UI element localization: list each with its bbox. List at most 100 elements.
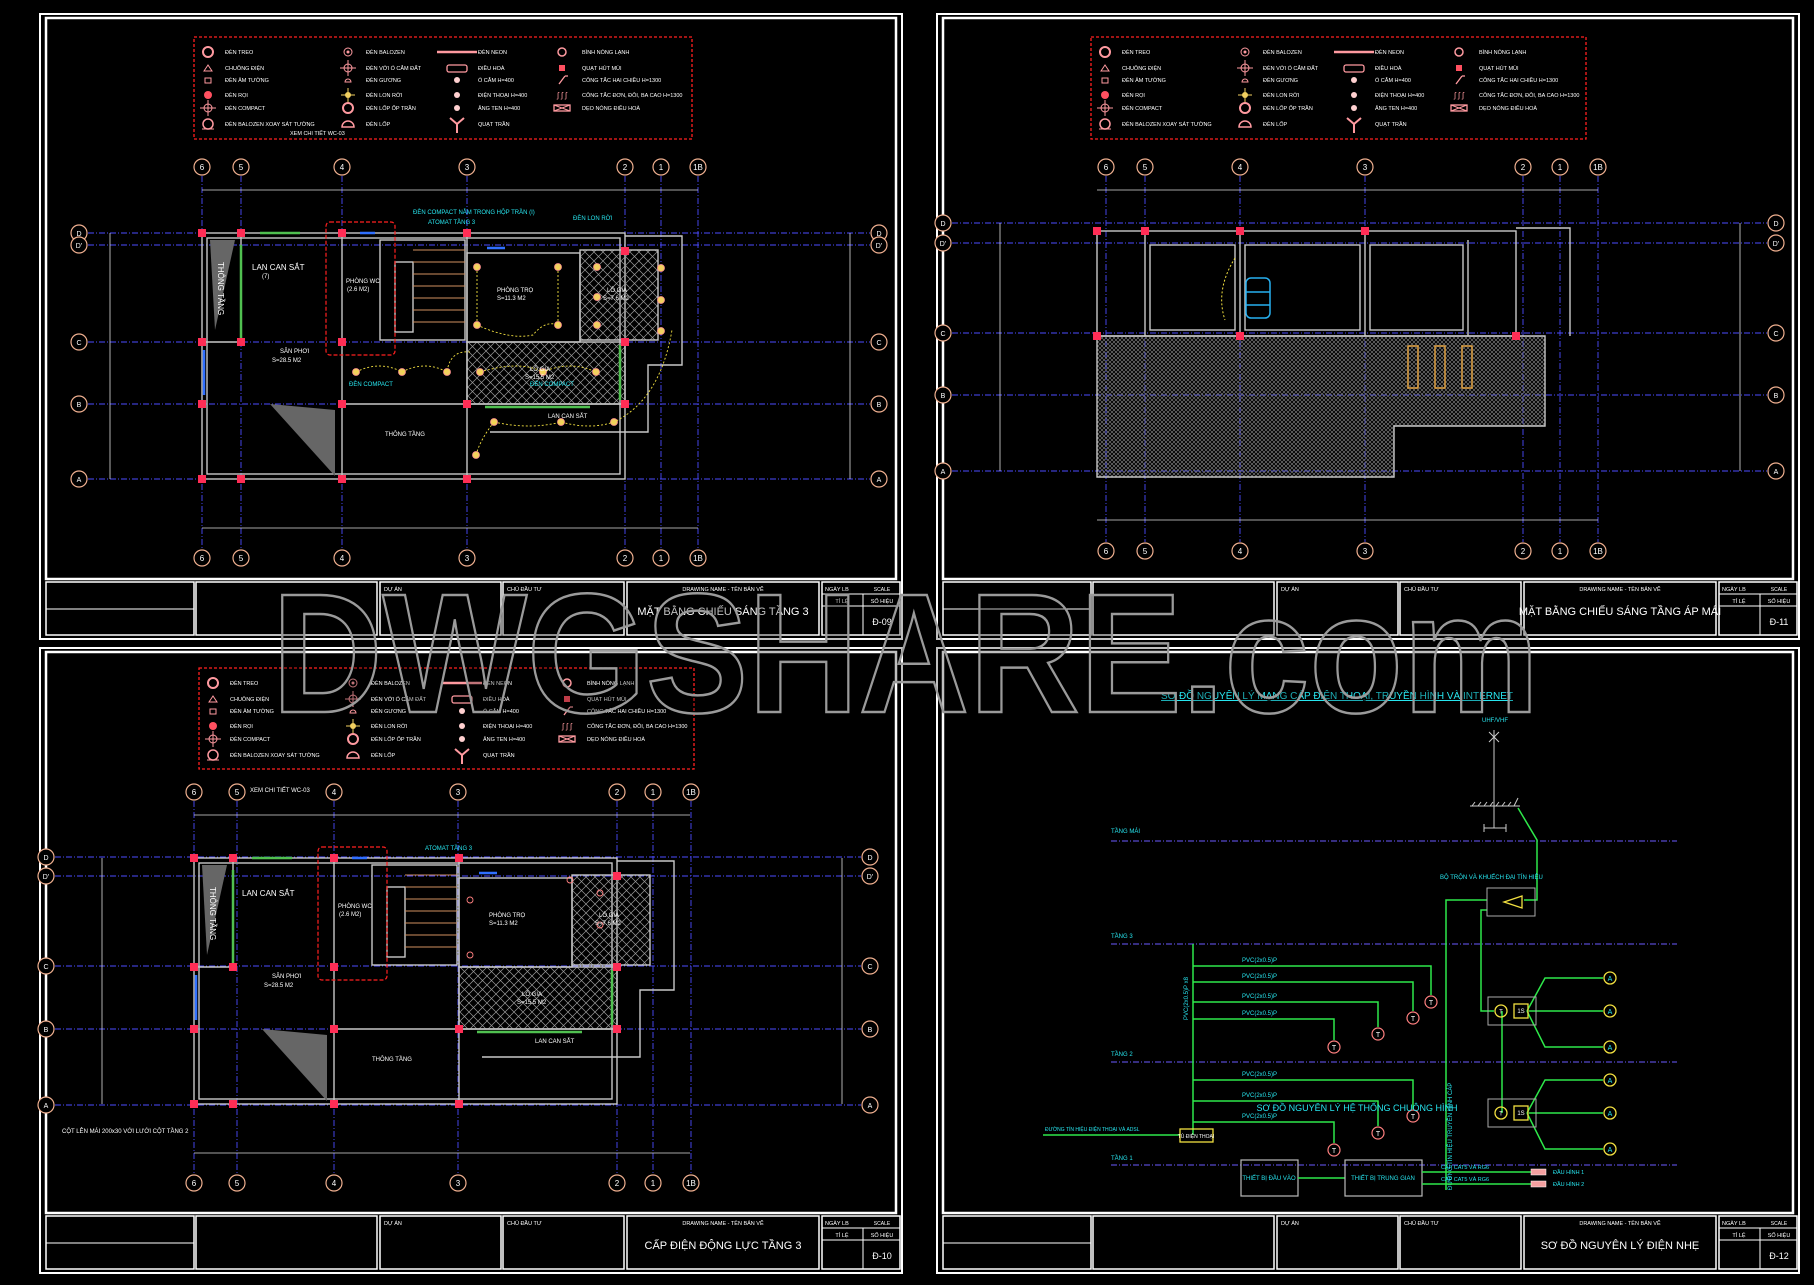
sheet-no-label: SỐ HIỆU [871, 597, 894, 605]
axis-label: D' [76, 243, 82, 250]
axis-label: D [867, 855, 872, 862]
axis-label: D [940, 221, 945, 228]
date-label: NGÀY LB [825, 586, 849, 593]
legend-item-label: ĐÈN NEON [483, 680, 512, 687]
label-atomat: ATOMAT TẦNG 3 [425, 845, 473, 852]
ring-icon [347, 733, 359, 745]
power-sockets [466, 876, 604, 959]
label-wc-area: (2.6 M2) [347, 287, 369, 293]
ac-box-icon [553, 104, 571, 112]
switch2-icon [1455, 75, 1465, 85]
floor-label-2: TẦNG 2 [1111, 1051, 1133, 1058]
owner-label: CHỦ ĐẦU TƯ [507, 586, 542, 593]
axis-label: 1 [659, 554, 664, 563]
legend-item-label: QUẠT TRẦN [1375, 121, 1407, 128]
axis-bubble: 3 [1356, 158, 1374, 176]
legend-item-label: ĐIỆN THOẠI H=400 [478, 91, 527, 99]
axis-bubble: B [934, 386, 952, 404]
axis-bubble: 1B [1589, 158, 1607, 176]
legend-item-label: CÔNG TẮC ĐƠN, ĐÔI, BA CAO H=1300 [587, 722, 687, 730]
legend-item-label: ĐÈN BALOZEN XOAY SÁT TƯỜNG [1122, 121, 1212, 128]
fan-icon [454, 748, 470, 764]
axis-label: B [877, 402, 882, 409]
label-wc: PHÒNG WC [346, 278, 380, 285]
axis-label: 5 [235, 1179, 240, 1188]
legend-item-label: ĂNG TEN H=400 [1375, 105, 1417, 112]
axis-label: 1 [1558, 547, 1563, 556]
socket-icon [454, 77, 460, 83]
socket-icon [1351, 77, 1357, 83]
drawing-frame [941, 16, 1795, 581]
outlet-label: A [1608, 1009, 1613, 1016]
axis-label: 2 [615, 1179, 620, 1188]
yellow-light-icon [346, 719, 360, 733]
axis-bubble: 5 [232, 549, 250, 567]
outlet-label: A [1608, 976, 1613, 983]
cross-circle-icon [1237, 60, 1253, 76]
cross-circle-icon [200, 100, 216, 116]
legend-item-label: CHUÔNG ĐIỆN [230, 695, 269, 703]
axis-label: D' [1773, 241, 1779, 248]
legend-item-label: ĐÈN BALOZEN XOAY SÁT TƯỜNG [225, 121, 315, 128]
cable-label: CÁP CAT5 VÀ RG6 [1441, 1176, 1489, 1183]
axis-bubble: 4 [325, 1174, 343, 1192]
splitter-label: 1S [1517, 1009, 1524, 1015]
legend-item-label: ĐÈN ÂM TƯỜNG [225, 77, 269, 84]
label-lo-gia-2: LÔ GIA [530, 366, 550, 373]
axis-label: C [76, 340, 81, 347]
ring-icon [202, 46, 214, 58]
spot-icon [209, 722, 217, 730]
spot-icon [204, 91, 212, 99]
axis-label: 3 [1363, 163, 1368, 172]
legend-item-label: ĐÈN NEON [1375, 49, 1404, 56]
ac-box-icon [1450, 104, 1468, 112]
sheet-no-label: SỐ HIỆU [871, 1231, 894, 1239]
cross-circle-icon [340, 60, 356, 76]
label-compact-2: ĐÈN COMPACT [530, 381, 574, 388]
heater-icon [562, 678, 572, 688]
outlet-label: T [1376, 1032, 1381, 1039]
label-phong-tro-area: S=11.3 M2 [489, 921, 518, 927]
axis-label: 1B [686, 1179, 696, 1188]
amplifier-box [1486, 887, 1536, 917]
axis-label: 6 [200, 554, 205, 563]
bell-icon [203, 64, 213, 72]
ac-box-icon [558, 735, 576, 743]
axis-bubble: 2 [1514, 158, 1532, 176]
ring-icon [1099, 46, 1111, 58]
schematic-title: SƠ ĐỒ NGUYÊN LÝ MẠNG CÁP ĐIỆN THOẠI, TRU… [1161, 689, 1513, 702]
ring-icon [342, 102, 354, 114]
middle-device-label: THIẾT BỊ TRUNG GIAN [1351, 1175, 1415, 1182]
label-phong-tro: PHÒNG TRỌ [497, 287, 534, 294]
sheet-number: Đ-12 [1769, 1251, 1789, 1261]
yellow-light-icon [1238, 88, 1252, 102]
antenna-icon [454, 105, 460, 111]
axis-bubble: 1B [689, 549, 707, 567]
label-wc-area: (2.6 M2) [339, 912, 361, 918]
axis-bubble: 3 [449, 783, 467, 801]
axis-label: 6 [200, 163, 205, 172]
floor-levels [1111, 840, 1677, 1166]
outlet-label: T [1332, 1148, 1337, 1155]
cable-label: PVC(2x0.5)P [1242, 1011, 1277, 1017]
wall-lamp-icon [209, 708, 217, 715]
axis-bubble: A [70, 470, 88, 488]
axis-bubble: 1 [1551, 158, 1569, 176]
axis-label: 2 [615, 788, 620, 797]
outlet-label: T [1499, 1112, 1503, 1118]
axis-label: D [876, 231, 881, 238]
axis-bubble: 1B [1589, 542, 1607, 560]
label-lon-roi: ĐÈN LON RỜI [573, 215, 613, 222]
axis-bubble: 5 [1136, 158, 1154, 176]
sheet-no-label: SỐ HIỆU [1768, 1231, 1791, 1239]
switch2-icon [558, 75, 568, 85]
sheet-number: Đ-10 [872, 1251, 892, 1261]
axis-bubble: 1 [644, 1174, 662, 1192]
ring-icon [1239, 102, 1251, 114]
axis-label: 1 [651, 788, 656, 797]
legend-item-label: BÌNH NÓNG LẠNH [582, 49, 629, 56]
